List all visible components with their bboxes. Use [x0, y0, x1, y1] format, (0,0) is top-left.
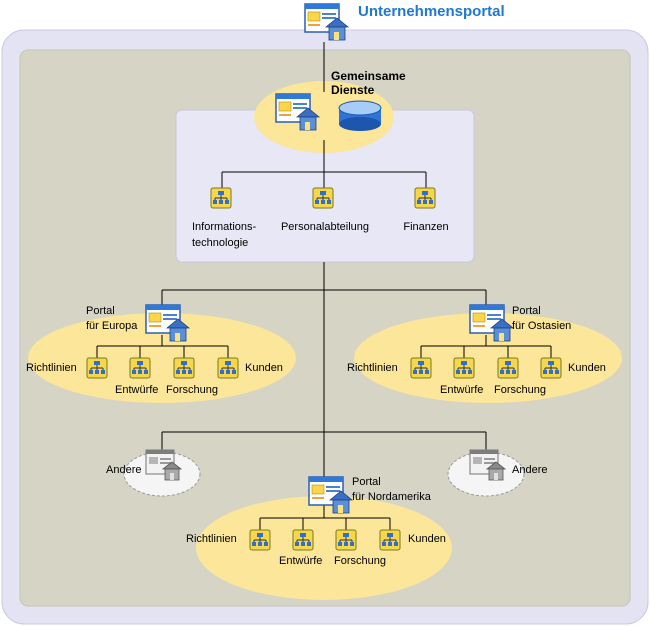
- dept-it-label-line2: technologie: [192, 237, 249, 249]
- america-kunden-label: Kunden: [408, 533, 446, 545]
- america-portal-label-line2: für Nordamerika: [352, 491, 431, 503]
- other-left-label: Andere: [106, 464, 142, 476]
- site-hierarchy-icon: [453, 357, 475, 379]
- europe-richtlinien-label: Richtlinien: [26, 362, 77, 374]
- asia-richtlinien-label: Richtlinien: [347, 362, 398, 374]
- site-hierarchy-icon: [379, 529, 401, 551]
- site-hierarchy-icon: [540, 357, 562, 379]
- dept-hr-label: Personalabteilung: [280, 221, 370, 233]
- site-hierarchy-icon: [173, 357, 195, 379]
- shared-services-label-line1: Gemeinsame: [331, 69, 406, 83]
- asia-portal-label-line1: Portal: [512, 305, 541, 317]
- site-hierarchy-icon: [86, 357, 108, 379]
- europe-portal-label-line1: Portal: [86, 305, 115, 317]
- site-hierarchy-icon: [292, 529, 314, 551]
- site-hierarchy-icon: [497, 357, 519, 379]
- europe-forschung-label: Forschung: [166, 384, 218, 396]
- site-hierarchy-icon: [410, 357, 432, 379]
- site-hierarchy-icon: [312, 187, 334, 209]
- asia-portal-label-line2: für Ostasien: [512, 320, 572, 332]
- database-icon: [338, 100, 382, 131]
- site-hierarchy-icon: [210, 187, 232, 209]
- america-richtlinien-label: Richtlinien: [186, 533, 237, 545]
- asia-forschung-label: Forschung: [494, 384, 546, 396]
- diagram-title: Unternehmensportal: [358, 3, 505, 20]
- site-hierarchy-icon: [249, 529, 271, 551]
- europe-kunden-label: Kunden: [245, 362, 283, 374]
- site-hierarchy-icon: [414, 187, 436, 209]
- other-right-label: Andere: [512, 464, 548, 476]
- site-hierarchy-icon: [335, 529, 357, 551]
- asia-kunden-label: Kunden: [568, 362, 606, 374]
- europe-portal-label-line2: für Europa: [86, 320, 138, 332]
- asia-ellipse: [354, 313, 622, 403]
- dept-finance-label: Finanzen: [403, 221, 449, 233]
- america-entwuerfe-label: Entwürfe: [279, 555, 323, 567]
- dept-it-label-line1: Informations-: [192, 221, 257, 233]
- connectors: [96, 42, 552, 530]
- site-hierarchy-icon: [129, 357, 151, 379]
- shared-services-label-line2: Dienste: [331, 83, 375, 97]
- america-forschung-label: Forschung: [334, 555, 386, 567]
- asia-entwuerfe-label: Entwürfe: [440, 384, 484, 396]
- europe-ellipse: [28, 313, 296, 403]
- site-hierarchy-icon: [217, 357, 239, 379]
- america-portal-label-line1: Portal: [352, 476, 381, 488]
- europe-entwuerfe-label: Entwürfe: [115, 384, 159, 396]
